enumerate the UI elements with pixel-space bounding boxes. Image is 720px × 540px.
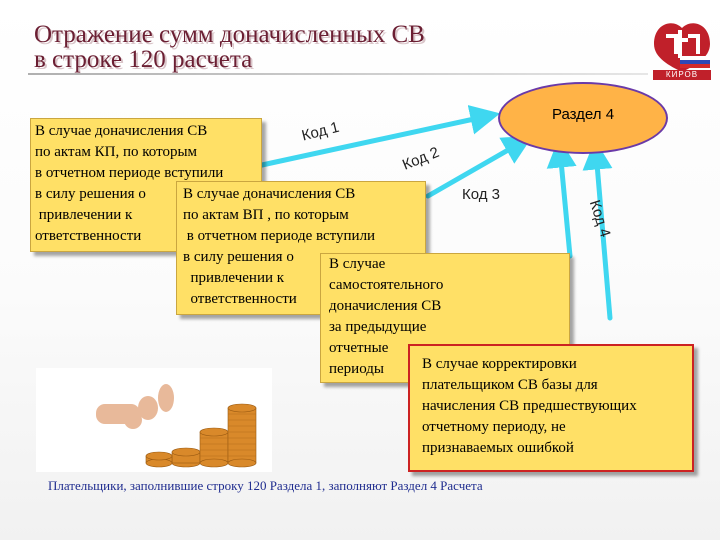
arrow-code4 [582,139,613,321]
pfr-logo-icon [654,23,710,72]
arrow-code2 [425,135,533,199]
arrow-code1 [259,105,501,168]
arrow-code3 [546,137,577,259]
case-box-kp: В случае доначисления СВ по актам КП, по… [30,118,262,252]
code3-label: Код 3 [462,186,501,203]
case-box-correction: В случае корректировки плательщиком СВ б… [408,344,694,472]
page-title-line1: Отражение сумм доначисленных СВ [34,21,425,48]
page-title: Отражение сумм доначисленных СВ в строке… [34,22,425,72]
section4-ellipse [498,82,668,154]
section4-label: Раздел 4 [551,106,615,123]
logo-label: КИРОВ [653,70,711,80]
page-title-shadow: Отражение сумм доначисленных СВ в строке… [36,23,427,75]
title-underline [28,73,648,75]
coin-stacks-image [36,368,272,472]
page-title-line2: в строке 120 расчета [34,46,253,73]
footnote: Плательщики, заполнившие строку 120 Разд… [48,478,483,493]
